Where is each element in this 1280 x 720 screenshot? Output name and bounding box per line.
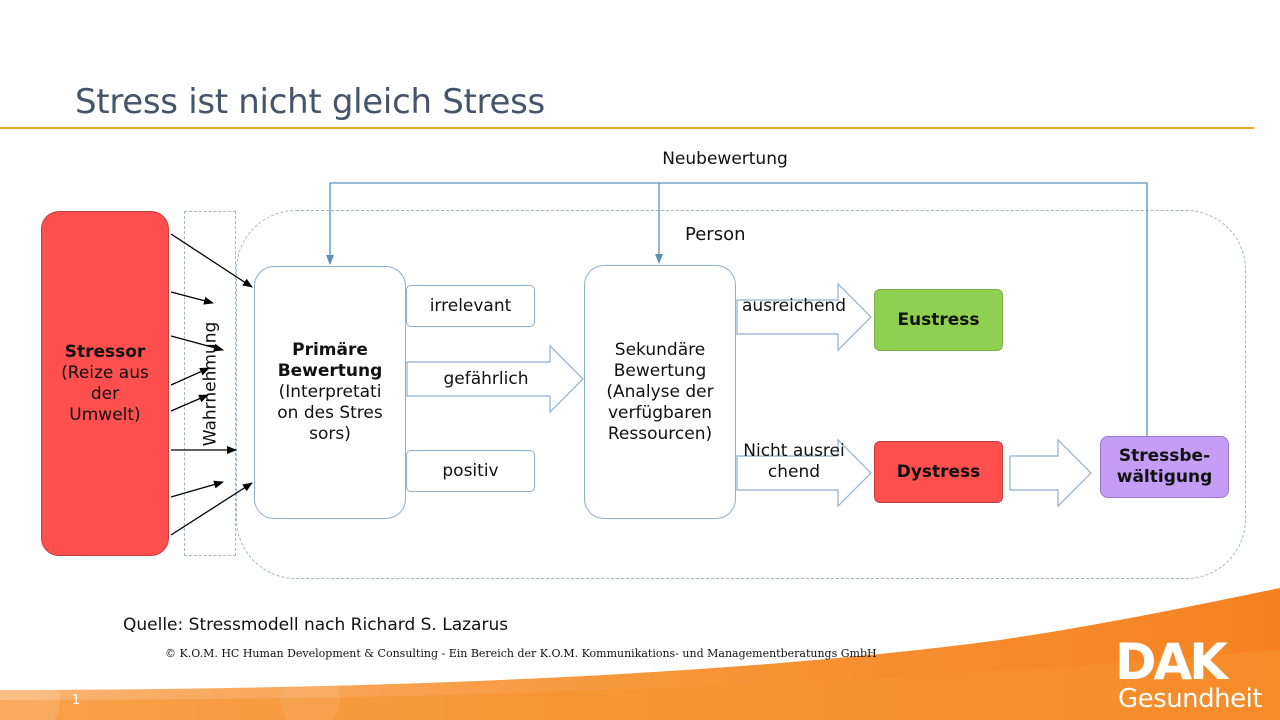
secondary-appraisal-box: Sekundäre Bewertung (Analyse der verfügb… bbox=[584, 265, 736, 519]
stressor-title: Stressor bbox=[64, 341, 146, 362]
primary-appraisal-title: Primäre Bewertung bbox=[277, 340, 383, 381]
slide-title: Stress ist nicht gleich Stress bbox=[75, 82, 545, 122]
dak-logo-mark: DAK bbox=[1115, 633, 1230, 691]
stressor-subtitle: (Reize aus der Umwelt) bbox=[61, 362, 149, 425]
page-number: 1 bbox=[72, 693, 81, 708]
outcome-positive: positiv bbox=[406, 450, 535, 492]
coping-label: Stressbe-wältigung bbox=[1116, 446, 1213, 487]
outcome-irrelevant: irrelevant bbox=[406, 285, 535, 327]
title-divider bbox=[0, 127, 1254, 129]
secondary-appraisal-text: Sekundäre Bewertung (Analyse der verfügb… bbox=[606, 339, 714, 444]
perception-frame: Wahrnehmung bbox=[184, 211, 236, 556]
person-label: Person bbox=[685, 224, 746, 245]
stimulus-arrows bbox=[170, 233, 253, 536]
sufficient-label: ausreichend bbox=[742, 296, 846, 316]
coping-box: Stressbe-wältigung bbox=[1100, 436, 1229, 498]
eustress-box: Eustress bbox=[874, 289, 1003, 351]
reappraisal-label: Neubewertung bbox=[662, 149, 788, 169]
distress-box: Dystress bbox=[874, 441, 1003, 503]
outcome-dangerous: gefährlich bbox=[443, 369, 529, 389]
dak-logo-subtitle: Gesundheit bbox=[1118, 684, 1263, 714]
source-note: Quelle: Stressmodell nach Richard S. Laz… bbox=[123, 615, 509, 635]
copyright-note: © K.O.M. HC Human Development & Consulti… bbox=[165, 647, 877, 660]
primary-appraisal-box: Primäre Bewertung (Interpretation des St… bbox=[254, 266, 406, 519]
block-arrows bbox=[406, 282, 1092, 508]
insufficient-label: Nicht ausreichend bbox=[743, 441, 845, 482]
person-frame bbox=[236, 210, 1246, 579]
primary-appraisal-subtitle: (Interpretation des Stressors) bbox=[277, 382, 383, 444]
stressor-box: Stressor (Reize aus der Umwelt) bbox=[41, 211, 169, 556]
reappraisal-loop bbox=[326, 182, 1148, 436]
